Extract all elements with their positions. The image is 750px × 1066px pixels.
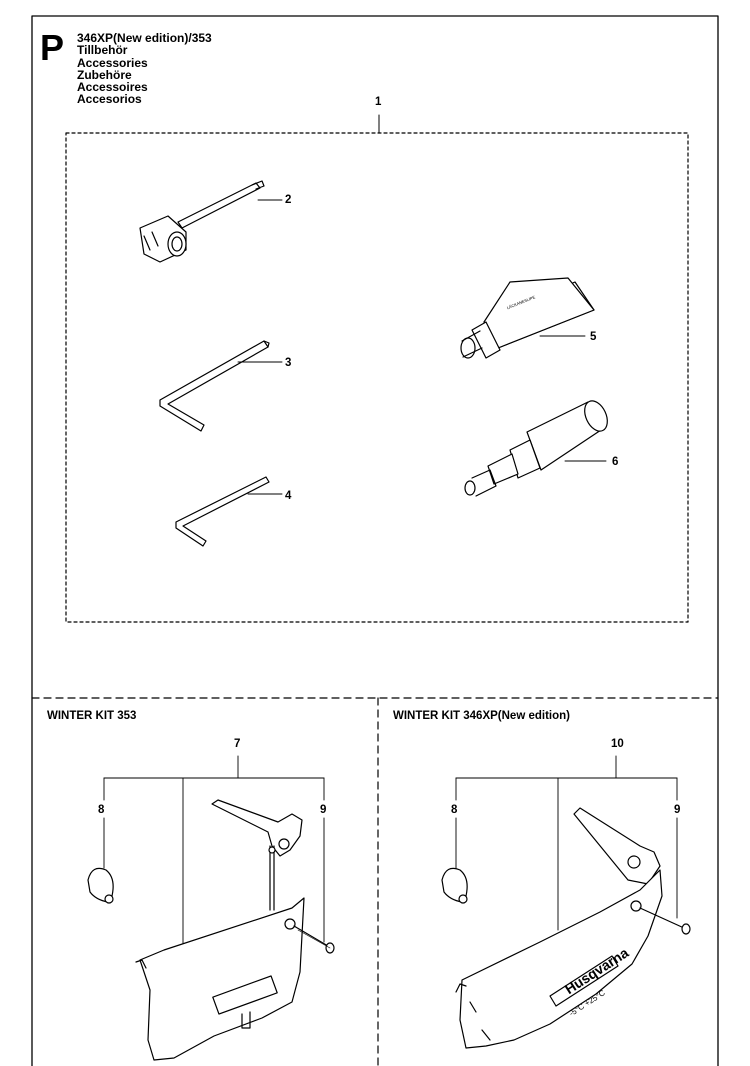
callout-9-right: 9 (674, 804, 681, 816)
callout-8-right: 8 (451, 804, 458, 816)
winter-cover-right-illustration: Husqvarna -5°C +25°C (455, 807, 691, 1049)
winter-kit-353-leaders (103, 755, 325, 949)
plug-left-illustration (87, 867, 114, 904)
winter-kit-346-leaders (455, 755, 678, 931)
callout-6: 6 (612, 456, 619, 468)
grease-tube-illustration: LÄCKANESLIPE (460, 277, 595, 359)
lever-left-illustration (211, 799, 303, 911)
callout-1: 1 (375, 96, 382, 108)
callout-7: 7 (234, 738, 241, 750)
combination-spanner-illustration (139, 180, 283, 263)
callout-8-left: 8 (98, 804, 105, 816)
callout-5: 5 (590, 331, 597, 343)
callout-9-left: 9 (320, 804, 327, 816)
header-title-block: 346XP(New edition)/353 Tillbehör Accesso… (77, 32, 212, 106)
header-line-en: Accessories (77, 55, 148, 70)
header-line-fr: Accessoires (77, 80, 148, 95)
model-title: 346XP(New edition)/353 (77, 31, 212, 45)
page-border (31, 15, 719, 1066)
hex-key-small-illustration (175, 476, 283, 547)
callout-4: 4 (285, 490, 292, 502)
header-line-sv: Tillbehör (77, 43, 128, 58)
winter-cover-left-illustration (135, 897, 335, 1061)
winter-kit-353-title: WINTER KIT 353 (47, 710, 137, 722)
hex-key-large-illustration (159, 340, 283, 432)
callout-2: 2 (285, 194, 292, 206)
callout-10: 10 (611, 738, 624, 750)
winter-kit-346-title: WINTER KIT 346XP(New edition) (393, 710, 570, 722)
callout-3: 3 (285, 357, 292, 369)
header-line-de: Zubehöre (77, 67, 132, 82)
header-line-es: Accesorios (77, 92, 142, 107)
section-letter: P (40, 27, 65, 68)
kit-dashed-box (65, 132, 689, 623)
plug-right-illustration (441, 867, 468, 904)
grease-gun-illustration (464, 400, 608, 497)
